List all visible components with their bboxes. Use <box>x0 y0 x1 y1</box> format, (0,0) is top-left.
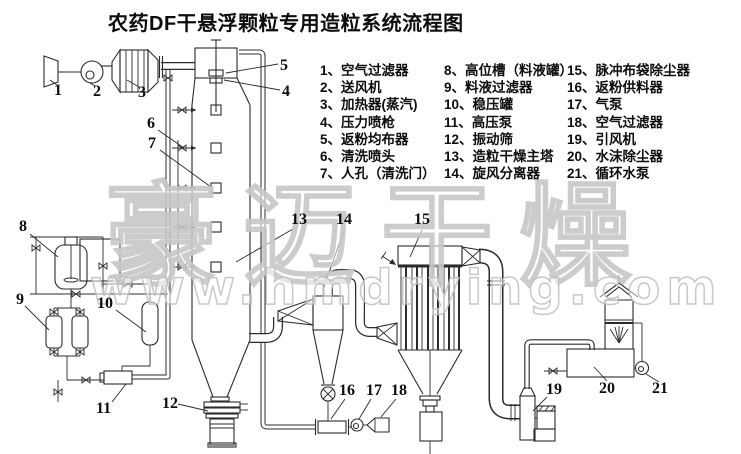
legend-item-12: 12、振动筛 <box>444 131 514 147</box>
bagfilter-to-fan-duct <box>478 248 520 421</box>
legend-item-15: 15、脉冲布袋除尘器 <box>567 63 691 78</box>
part-label-18: 18 <box>391 382 407 399</box>
part-label-8: 8 <box>19 218 27 235</box>
air-filter-18 <box>366 417 390 433</box>
legend-item-10: 10、稳压罐 <box>444 97 514 113</box>
legend-column-2: 8、高位槽（料液罐） 9、料液过滤器 10、稳压罐 11、高压泵 12、振动筛 … <box>444 62 573 182</box>
air-filter-1 <box>43 55 81 88</box>
powder-feeder-16 <box>314 419 351 435</box>
part-label-5: 5 <box>280 57 288 74</box>
part-label-12: 12 <box>162 395 178 412</box>
induced-draft-fan-19 <box>519 387 556 442</box>
legend-item-13: 13、造粒干燥主塔 <box>444 148 554 164</box>
part-label-13: 13 <box>291 211 307 228</box>
legend-item-5: 5、返粉均布器 <box>320 131 409 147</box>
part-label-16: 16 <box>339 382 355 399</box>
legend-item-9: 9、料液过滤器 <box>444 80 533 96</box>
cyclone-to-bagfilter-duct <box>323 269 377 337</box>
part-label-21: 21 <box>652 380 668 397</box>
cyclone-14 <box>277 295 344 421</box>
supply-fan-2 <box>80 60 112 84</box>
legend-item-3: 3、加热器(蒸汽) <box>320 97 418 113</box>
part-label-6: 6 <box>147 115 155 132</box>
feed-riser-pipe <box>132 68 171 380</box>
part-label-15: 15 <box>414 211 430 228</box>
legend-item-16: 16、返粉供料器 <box>567 80 664 96</box>
legend-item-14: 14、旋风分离器 <box>444 166 541 182</box>
return-powder-pipe <box>239 49 316 430</box>
legend-item-21: 21、循环水泵 <box>567 166 650 182</box>
steam-heater-3 <box>111 48 164 94</box>
high-pressure-pump-11 <box>99 370 133 385</box>
feed-tank-8 <box>54 236 121 290</box>
legend-item-4: 4、压力喷枪 <box>320 114 396 130</box>
granulation-tower-13 <box>171 39 251 398</box>
part-label-3: 3 <box>138 84 146 101</box>
part-label-14: 14 <box>336 211 352 228</box>
legend-column-3: 15、脉冲布袋除尘器 16、返粉供料器 17、气泵 18、空气过滤器 19、引风… <box>567 62 690 182</box>
water-scrubber-20 <box>544 275 639 378</box>
part-label-11: 11 <box>96 400 112 417</box>
legend-item-18: 18、空气过滤器 <box>567 114 664 130</box>
legend-item-7: 7、人孔（清洗门） <box>320 166 436 182</box>
legend-item-11: 11、高压泵 <box>444 114 513 130</box>
legend-item-20: 20、水沫除尘器 <box>567 148 664 164</box>
part-label-2: 2 <box>93 83 101 100</box>
legend-item-8: 8、高位槽（料液罐） <box>444 63 574 78</box>
part-label-19: 19 <box>546 381 562 398</box>
leader-lines <box>24 63 660 420</box>
part-label-10: 10 <box>97 295 113 312</box>
part-label-9: 9 <box>16 291 24 308</box>
liquid-filters-9 <box>45 315 89 349</box>
part-label-7: 7 <box>148 135 156 152</box>
feed-piping <box>30 74 173 402</box>
part-label-1: 1 <box>54 82 62 99</box>
part-label-4: 4 <box>282 83 290 100</box>
fan-to-scrubber-pipe <box>524 339 595 389</box>
part-label-20: 20 <box>599 380 615 397</box>
page-title: 农药DF干悬浮颗粒专用造粒系统流程图 <box>108 13 464 35</box>
circulating-pump-21 <box>633 322 650 376</box>
legend-item-19: 19、引风机 <box>567 131 637 147</box>
legend-item-1: 1、空气过滤器 <box>320 63 409 78</box>
tower-to-cyclone-duct <box>249 317 283 343</box>
legend-item-6: 6、清洗喷头 <box>320 148 396 164</box>
vibrating-screen-12 <box>203 396 248 448</box>
bag-filter-15 <box>376 245 481 454</box>
legend-column-1: 1、空气过滤器 2、送风机 3、加热器(蒸汽) 4、压力喷枪 5、返粉均布器 6… <box>320 62 436 182</box>
part-label-17: 17 <box>366 382 382 399</box>
air-pump-17 <box>350 418 367 432</box>
legend-item-17: 17、气泵 <box>567 97 623 113</box>
legend-item-2: 2、送风机 <box>320 80 382 96</box>
surge-tank-10 <box>141 295 159 346</box>
